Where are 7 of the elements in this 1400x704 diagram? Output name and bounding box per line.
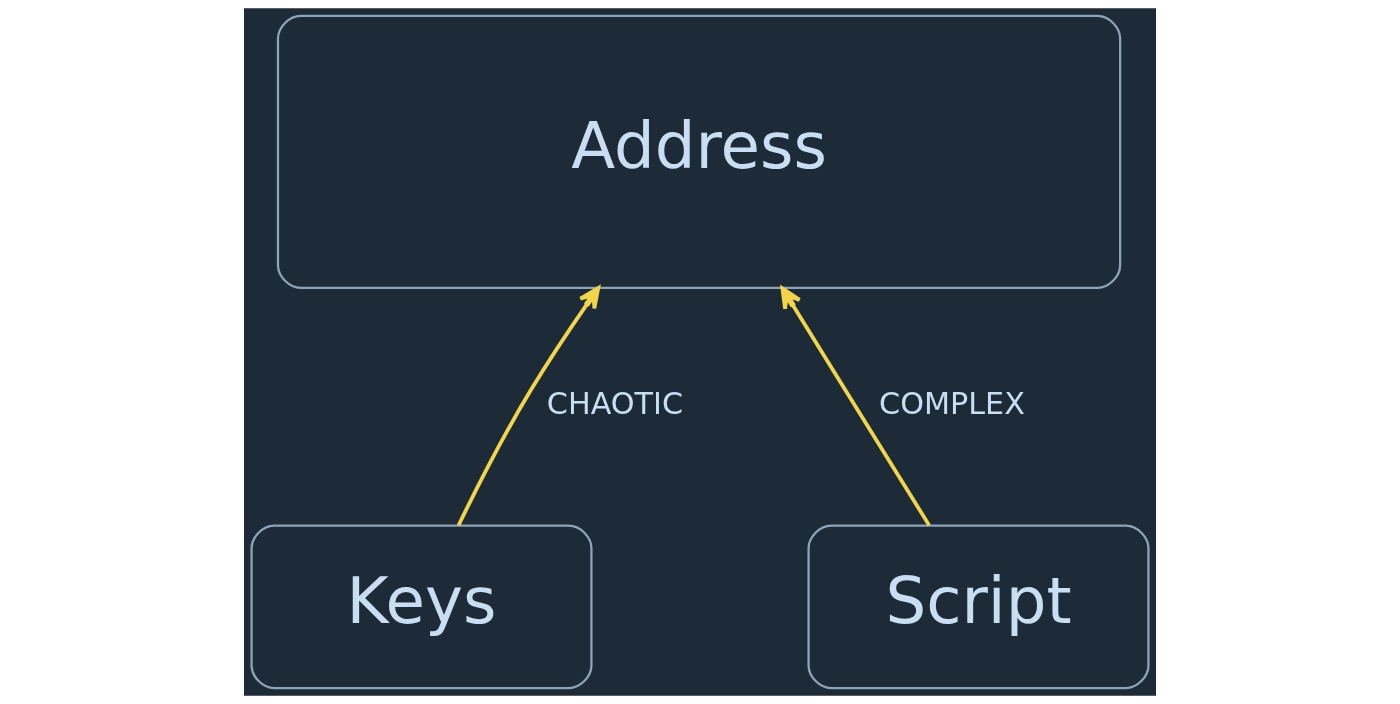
- node-box: Script: [807, 524, 1150, 690]
- arrow: [780, 286, 931, 527]
- node-box: Keys: [250, 524, 593, 690]
- edge-label: CHAOTIC: [546, 385, 684, 421]
- node-box: Address: [276, 14, 1122, 289]
- edge-label: COMPLEX: [879, 385, 1025, 421]
- arrow: [456, 286, 601, 527]
